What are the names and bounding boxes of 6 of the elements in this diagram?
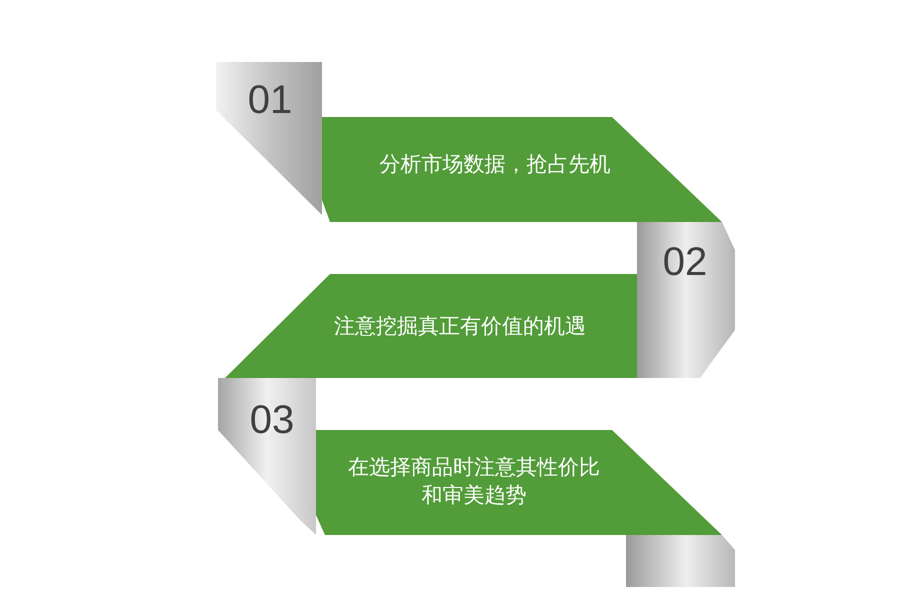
step-number: 01 xyxy=(246,78,294,123)
step-text: 分析市场数据，抢占先机 xyxy=(378,151,612,178)
step-number: 02 xyxy=(662,240,708,285)
step-text: 注意挖掘真正有价值的机遇 xyxy=(333,313,587,340)
step-number: 03 xyxy=(248,398,296,443)
step-text: 在选择商品时注意其性价比和审美趋势 xyxy=(347,454,601,509)
